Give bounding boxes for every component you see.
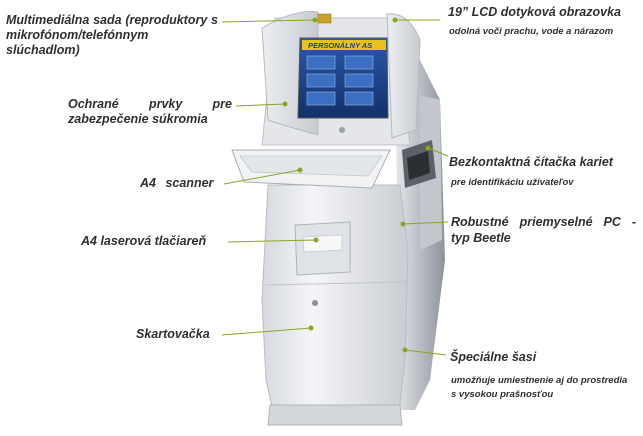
printer-paper bbox=[302, 234, 343, 253]
label-pc-line2: typ Beetle bbox=[451, 231, 511, 245]
card-reader-slot bbox=[407, 151, 430, 180]
label-privacy-line2-wrap: zabezpečenie súkromia bbox=[68, 112, 238, 127]
label-multimedia-line2: mikrofónom/telefónnym slúchadlom) bbox=[6, 28, 149, 57]
privacy-wing-right bbox=[386, 13, 421, 139]
screen-banner-bar bbox=[302, 40, 386, 50]
kiosk-main-body bbox=[261, 184, 409, 421]
label-scanner: A4 scanner bbox=[140, 176, 214, 190]
label-lcd-title: 19” LCD dotyková obrazovka bbox=[448, 5, 621, 19]
label-multimedia-line2-wrap: mikrofónom/telefónnym slúchadlom) bbox=[6, 28, 222, 58]
label-pc: Robustné priemyselné PC - bbox=[451, 215, 636, 230]
kiosk-base bbox=[267, 404, 403, 426]
label-privacy-line1: Ochrané prvky pre bbox=[68, 97, 232, 111]
leader-lines bbox=[221, 17, 449, 356]
label-chassis-sub2: s vysokou prašnosťou bbox=[451, 389, 554, 400]
label-chassis-title: Špeciálne šasi bbox=[450, 350, 537, 364]
label-reader-sub: pre identifikáciu užívateľov bbox=[451, 177, 574, 188]
body-seam bbox=[264, 281, 406, 286]
shredder-lock bbox=[312, 300, 318, 306]
label-printer: A4 laserová tlačiareň bbox=[81, 234, 207, 248]
scanner-glass bbox=[239, 155, 383, 177]
speaker-grille bbox=[317, 13, 332, 24]
label-reader-title: Bezkontaktná čítačka kariet bbox=[449, 155, 613, 169]
label-privacy-line2: zabezpečenie súkromia bbox=[68, 112, 208, 126]
label-lcd-sub: odolná voči prachu, vode a nárazom bbox=[449, 26, 614, 37]
home-button-icon bbox=[339, 127, 345, 133]
label-shredder: Skartovačka bbox=[136, 327, 210, 341]
label-pc-line2-wrap: typ Beetle bbox=[451, 231, 636, 246]
screen-banner-text: PERSONÁLNY AS bbox=[308, 41, 372, 50]
label-chassis-sub1: umožňuje umiestnenie aj do prostredia bbox=[451, 375, 628, 386]
label-pc-line1: Robustné priemyselné PC - bbox=[451, 215, 636, 229]
label-multimedia-line1: Multimediálna sada (reproduktory s bbox=[6, 13, 218, 27]
label-multimedia: Multimediálna sada (reproduktory s bbox=[6, 13, 218, 28]
screen-tiles bbox=[306, 55, 374, 106]
label-privacy: Ochrané prvky pre bbox=[68, 97, 232, 112]
